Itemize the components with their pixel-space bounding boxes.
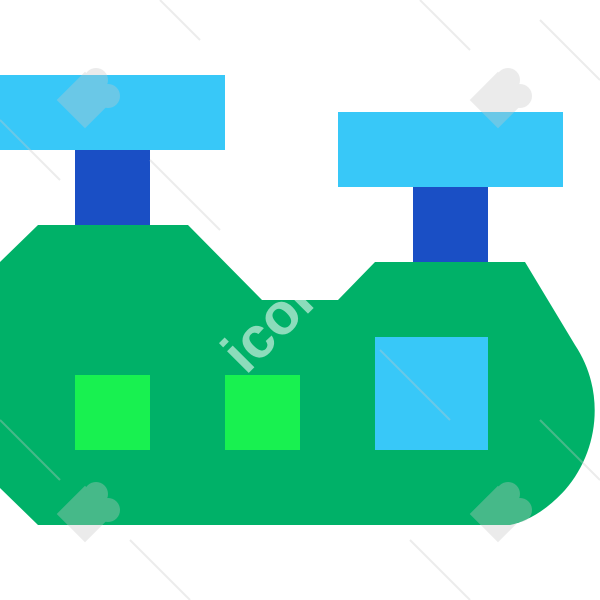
rear-rotor-mast [413,187,488,265]
front-rotor-mast [75,150,150,228]
front-rotor-blade [0,75,225,150]
watermark-logo-top-left [56,68,120,129]
rear-rotor-blade [338,112,563,187]
cabin-window-2 [225,375,300,450]
cabin-window-1 [75,375,150,450]
cockpit-window [375,337,488,450]
